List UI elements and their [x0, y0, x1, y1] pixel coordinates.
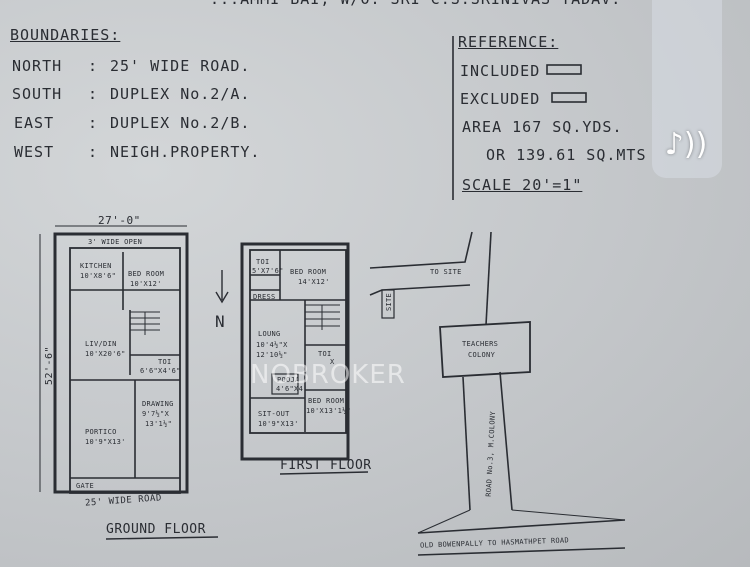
first-bedroom1-dim: 14'X12' — [298, 278, 330, 286]
ground-portico-label: PORTICO — [85, 428, 117, 436]
teachers-colony-box — [439, 321, 531, 378]
first-floor-outline — [240, 242, 350, 461]
ground-width-dim: 27'-0" — [98, 214, 141, 227]
first-dress-label: DRESS — [253, 293, 276, 301]
boundary-north-sep: : — [88, 57, 99, 75]
first-toi-dim: 5'X7'6" — [252, 267, 284, 275]
first-floor-title: FIRST FLOOR — [280, 458, 372, 473]
first-staircase — [305, 304, 340, 330]
boundary-south-val: DUPLEX No.2/A. — [110, 85, 251, 103]
ground-gate-label: GATE — [76, 482, 95, 490]
ground-drawing-dim1: 9'7½"X — [142, 410, 170, 418]
map-to-site-label: TO SITE — [430, 268, 462, 276]
map-road-vertical-right — [499, 371, 513, 511]
owner-header: ...AMMI BAI, W/O. SRI C.S.SRINIVAS YADAV… — [210, 0, 621, 8]
map-road-vertical-left — [462, 376, 471, 511]
excluded-swatch — [551, 92, 587, 103]
reference-excluded: EXCLUDED — [460, 90, 541, 108]
reference-area-yds: AREA 167 SQ.YDS. — [462, 118, 623, 136]
first-pooja-label: POOJA — [277, 376, 300, 384]
north-label: N — [215, 312, 226, 331]
first-toi-label: TOI — [256, 258, 270, 266]
ground-depth-dim: 52'-6" — [44, 345, 56, 386]
boundary-south-dir: SOUTH — [12, 85, 63, 103]
ground-floor-outline — [53, 232, 189, 494]
boundary-east-val: DUPLEX No.2/B. — [110, 114, 251, 132]
boundary-south-sep: : — [88, 85, 99, 103]
map-road-bottom-1 — [417, 519, 626, 534]
first-loung-dim1: 10'4½"X — [256, 341, 288, 349]
boundary-west-dir: WEST — [14, 143, 55, 161]
ground-livdin-dim: 10'X20'6" — [85, 350, 126, 358]
included-swatch — [546, 64, 582, 75]
boundary-west-val: NEIGH.PROPERTY. — [110, 143, 261, 161]
boundary-east-dir: EAST — [14, 114, 55, 132]
pooja-box — [271, 373, 299, 395]
boundary-north-val: 25' WIDE ROAD. — [110, 57, 251, 75]
first-loung-label: LOUNG — [258, 330, 281, 338]
reference-title: REFERENCE: — [458, 33, 559, 51]
ground-bedroom-label: BED ROOM — [128, 270, 165, 278]
first-bedroom1-label: BED ROOM — [290, 268, 327, 276]
ground-inner-wall — [69, 247, 181, 494]
first-bedroom2-label: BED ROOM — [308, 397, 345, 405]
site-box — [381, 289, 395, 319]
first-pooja-dim: 4'6"X4' — [276, 385, 308, 393]
map-road-right — [485, 231, 492, 326]
ground-toi-label: TOI — [158, 358, 172, 366]
map-road-bottom-2 — [417, 547, 626, 556]
ground-staircase — [130, 311, 160, 335]
ground-bedroom-dim: 10'X12' — [130, 280, 162, 288]
first-sitout-dim: 10'9"X13' — [258, 420, 299, 428]
first-bedroom2-dim: 10'X13'1½" — [306, 407, 352, 415]
media-overlay-panel — [652, 0, 722, 178]
reference-included: INCLUDED — [460, 62, 541, 80]
ground-open-label: 3' WIDE OPEN — [88, 238, 143, 246]
boundaries-title: BOUNDARIES: — [10, 26, 121, 44]
ground-portico-dim: 10'9"X13' — [85, 438, 126, 446]
first-sitout-label: SIT-OUT — [258, 410, 290, 418]
ground-kitchen-label: KITCHEN — [80, 262, 112, 270]
boundary-east-sep: : — [88, 114, 99, 132]
first-toi2-label: TOI — [318, 350, 332, 358]
ground-floor-title: GROUND FLOOR — [106, 522, 206, 537]
ground-kitchen-dim: 10'X8'6" — [80, 272, 117, 280]
ground-drawing-dim2: 13'1½" — [145, 420, 173, 428]
reference-scale: SCALE 20'=1" — [462, 176, 583, 194]
music-note-icon[interactable]: ♪)) — [664, 127, 708, 162]
reference-area-mts: OR 139.61 SQ.MTS — [486, 146, 647, 164]
map-colony-label: COLONY — [468, 351, 496, 359]
boundary-north-dir: NORTH — [12, 57, 63, 75]
ground-livdin-label: LIV/DIN — [85, 340, 117, 348]
ground-drawing-label: DRAWING — [142, 400, 174, 408]
map-road-top — [369, 231, 473, 269]
boundary-west-sep: : — [88, 143, 99, 161]
map-site-label: SITE — [385, 292, 394, 312]
nobroker-watermark: NOBROKER — [250, 360, 406, 390]
first-loung-dim2: 12'10½" — [256, 351, 288, 359]
ground-toi-dim: 6'6"X4'6" — [140, 367, 181, 375]
first-toi2-dim: X — [330, 358, 335, 366]
map-teachers-label: TEACHERS — [462, 340, 499, 348]
